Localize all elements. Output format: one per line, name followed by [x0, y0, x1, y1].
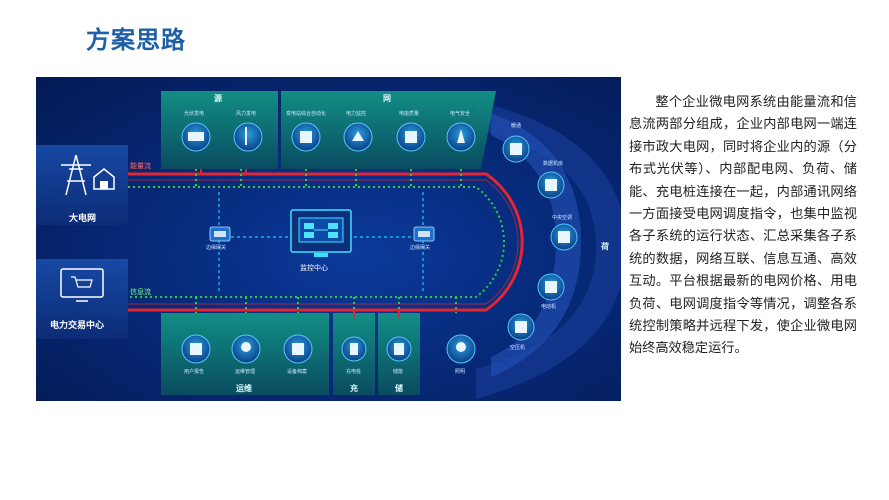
page-title: 方案思路	[86, 26, 186, 54]
charge-item-pile: 充电桩	[346, 369, 362, 375]
group-source-label: 源	[214, 94, 222, 103]
house-icon	[93, 168, 115, 190]
market-label: 电力交易中心	[50, 321, 105, 331]
network-item-quality: 电能质量	[399, 111, 420, 117]
gateway-right-icon	[413, 226, 435, 242]
load-item-motor: 电动机	[541, 304, 557, 310]
ops-item-archive: 设备档案	[287, 369, 308, 375]
diagram-graphics	[36, 91, 621, 399]
load-item-lighting: 照明	[455, 369, 466, 375]
group-storage-label: 储	[395, 384, 403, 393]
load-item-heating: 暖通	[511, 123, 522, 129]
storage-item: 储能	[393, 369, 404, 375]
microgrid-diagram: 大电网 电力交易中心 监控中心 边缘网关 边缘网关 能量流 信息流 源 网 荷 …	[36, 77, 621, 401]
monitor-icon	[290, 209, 352, 257]
info-flow-label: 信息流	[130, 288, 151, 296]
network-item-substation: 变电站综合自动化	[286, 111, 327, 117]
group-charge-label: 充	[350, 384, 358, 393]
network-item-safety: 电气安全	[450, 111, 471, 117]
description-paragraph: 整个企业微电网系统由能量流和信息流两部分组成，企业内部电网一端连接市政大电网，同…	[629, 95, 857, 357]
energy-flow-label: 能量流	[130, 162, 151, 170]
market-screen-icon	[60, 268, 104, 302]
monitor-label: 监控中心	[300, 264, 328, 272]
ops-item-management: 运维管理	[235, 369, 256, 375]
group-network-label: 网	[383, 94, 391, 103]
energy-flow-line-inner	[128, 179, 519, 305]
energy-flow-line	[128, 172, 524, 312]
group-ops-label: 运维	[236, 384, 252, 393]
group-load-label: 荷	[601, 242, 609, 251]
info-flow-line	[128, 186, 505, 298]
tower-icon	[61, 154, 91, 196]
gateway-right-label: 边缘网关	[410, 245, 431, 251]
load-item-datacenter: 数据机房	[543, 161, 564, 167]
gateway-left-icon	[209, 226, 231, 242]
energy-verticals	[200, 169, 400, 317]
load-item-compressor: 空压机	[510, 345, 526, 351]
network-item-monitoring: 电力监控	[346, 111, 367, 117]
grid-label: 大电网	[69, 214, 97, 224]
load-arc-band	[476, 101, 621, 399]
info-verticals	[195, 169, 462, 313]
icon-glyphs	[188, 127, 570, 355]
ops-item-report: 用户报告	[184, 369, 205, 375]
gateway-lines	[218, 192, 424, 292]
network-panel	[281, 91, 496, 169]
gateway-left-label: 边缘网关	[206, 245, 227, 251]
market-panel	[36, 259, 128, 339]
source-item-solar: 光伏发电	[184, 111, 205, 117]
source-item-wind: 风力发电	[236, 111, 257, 117]
load-item-hvac: 中央空调	[552, 215, 573, 221]
grid-panel	[36, 145, 128, 225]
